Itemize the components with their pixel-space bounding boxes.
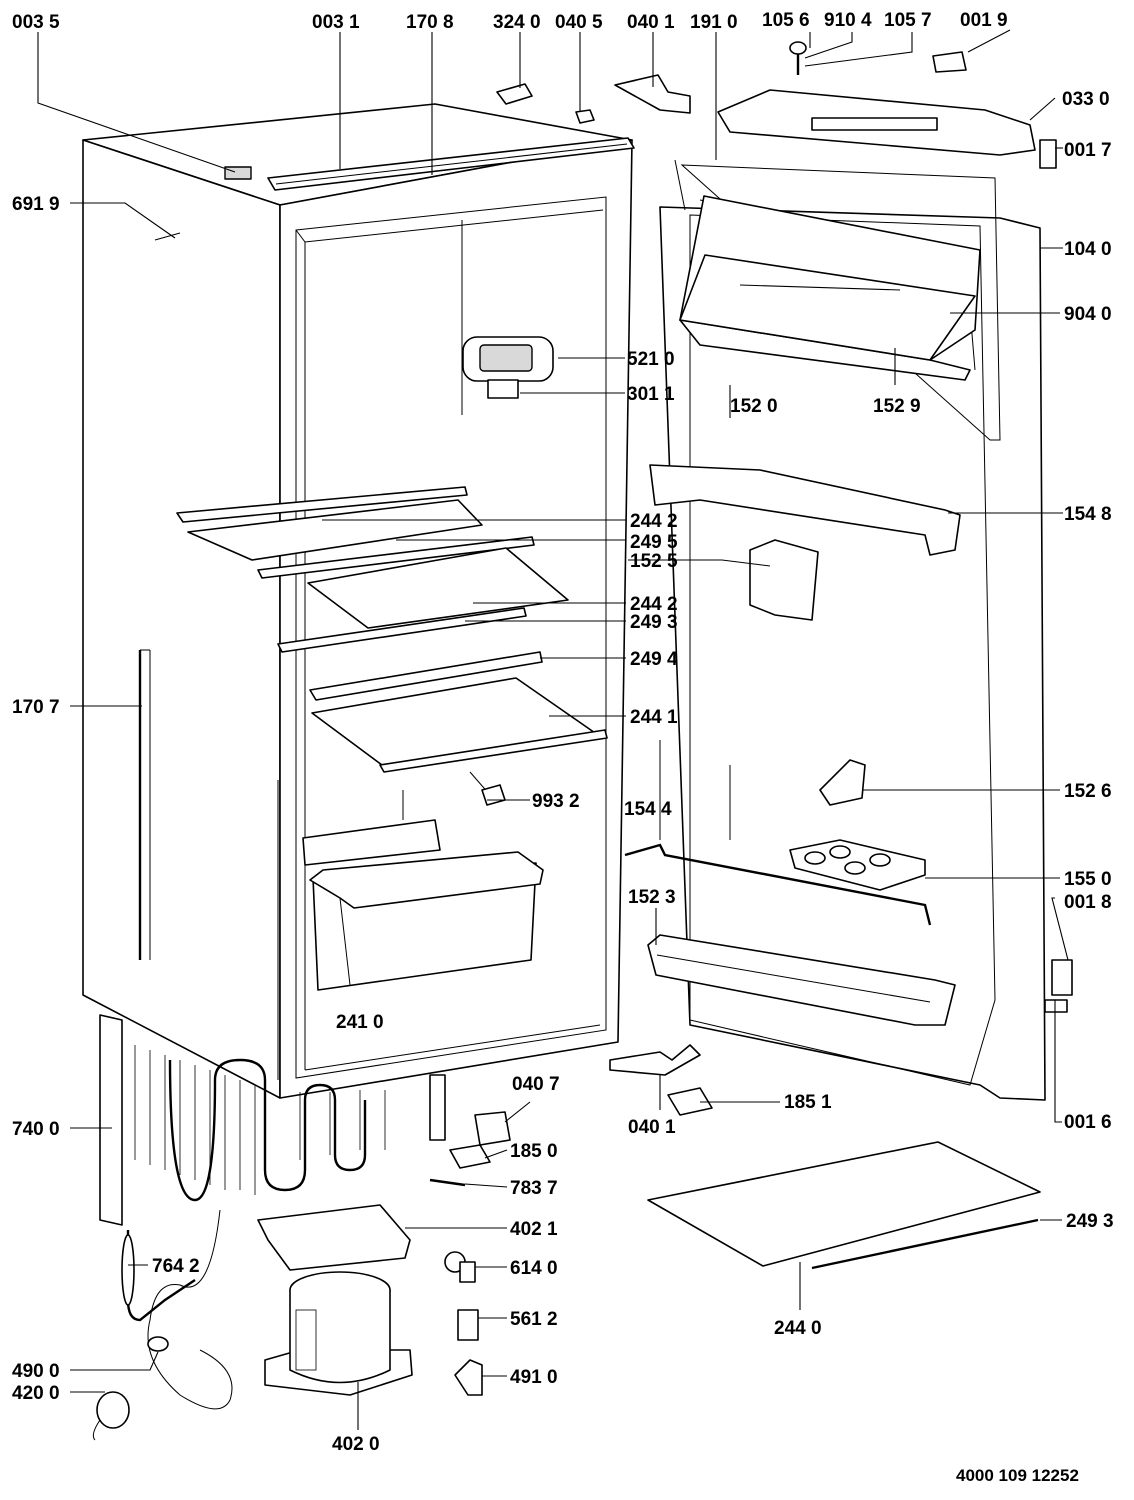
label-691-9: 691 9 [12, 194, 60, 215]
label-003-1: 003 1 [312, 12, 360, 33]
label-040-7: 040 7 [512, 1074, 560, 1095]
label-241-0: 241 0 [336, 1012, 384, 1033]
door [609, 41, 1073, 1116]
label-561-2: 561 2 [510, 1309, 558, 1330]
label-155-0: 155 0 [1064, 869, 1112, 890]
label-244-0: 244 0 [774, 1318, 822, 1339]
label-783-7: 783 7 [510, 1178, 558, 1199]
label-249-3-shelf: 249 3 [630, 612, 678, 633]
label-249-4: 249 4 [630, 649, 678, 670]
label-104-0: 104 0 [1064, 239, 1112, 260]
label-033-0: 033 0 [1062, 89, 1110, 110]
label-244-2-lower: 244 2 [630, 594, 678, 615]
glass-shelves [176, 486, 608, 773]
label-154-8: 154 8 [1064, 504, 1112, 525]
label-170-8: 170 8 [406, 12, 454, 33]
label-001-8: 001 8 [1064, 892, 1112, 913]
label-040-5: 040 5 [555, 12, 603, 33]
top-small-parts [154, 83, 595, 241]
leader-lines [37, 29, 1069, 1430]
label-105-7: 105 7 [884, 10, 932, 31]
label-740-0: 740 0 [12, 1119, 60, 1140]
label-001-6: 001 6 [1064, 1112, 1112, 1133]
label-402-1: 402 1 [510, 1219, 558, 1240]
label-324-0: 324 0 [493, 12, 541, 33]
small-parts [429, 771, 511, 1396]
bottom-glass-plate [647, 1141, 1041, 1270]
label-152-3: 152 3 [628, 887, 676, 908]
label-105-6: 105 6 [762, 10, 810, 31]
part-labels: 003 5 003 1 170 8 324 0 040 5 040 1 191 … [12, 10, 1114, 1485]
compressor-assembly [92, 1014, 446, 1441]
label-185-1: 185 1 [784, 1092, 832, 1113]
label-490-0: 490 0 [12, 1361, 60, 1382]
label-420-0: 420 0 [12, 1383, 60, 1404]
document-number: 4000 109 12252 [956, 1466, 1079, 1485]
label-402-0: 402 0 [332, 1434, 380, 1455]
label-154-4: 154 4 [624, 799, 672, 820]
label-040-1-top: 040 1 [627, 12, 675, 33]
label-904-0: 904 0 [1064, 304, 1112, 325]
label-491-0: 491 0 [510, 1367, 558, 1388]
label-910-4: 910 4 [824, 10, 872, 31]
label-614-0: 614 0 [510, 1258, 558, 1279]
label-170-7: 170 7 [12, 697, 60, 718]
label-191-0: 191 0 [690, 12, 738, 33]
label-249-3-bottom: 249 3 [1066, 1211, 1114, 1232]
label-301-1: 301 1 [627, 384, 675, 405]
thermostat-control [462, 336, 554, 399]
label-152-6: 152 6 [1064, 781, 1112, 802]
label-001-7: 001 7 [1064, 140, 1112, 161]
label-249-5: 249 5 [630, 532, 678, 553]
label-993-2: 993 2 [532, 791, 580, 812]
label-244-2-upper: 244 2 [630, 511, 678, 532]
label-185-0: 185 0 [510, 1141, 558, 1162]
label-003-5: 003 5 [12, 12, 60, 33]
label-152-5: 152 5 [630, 551, 678, 572]
label-001-9: 001 9 [960, 10, 1008, 31]
label-152-9: 152 9 [873, 396, 921, 417]
label-244-1: 244 1 [630, 707, 678, 728]
label-764-2: 764 2 [152, 1256, 200, 1277]
label-040-1-bottom: 040 1 [628, 1117, 676, 1138]
label-521-0: 521 0 [627, 349, 675, 370]
label-152-0: 152 0 [730, 396, 778, 417]
